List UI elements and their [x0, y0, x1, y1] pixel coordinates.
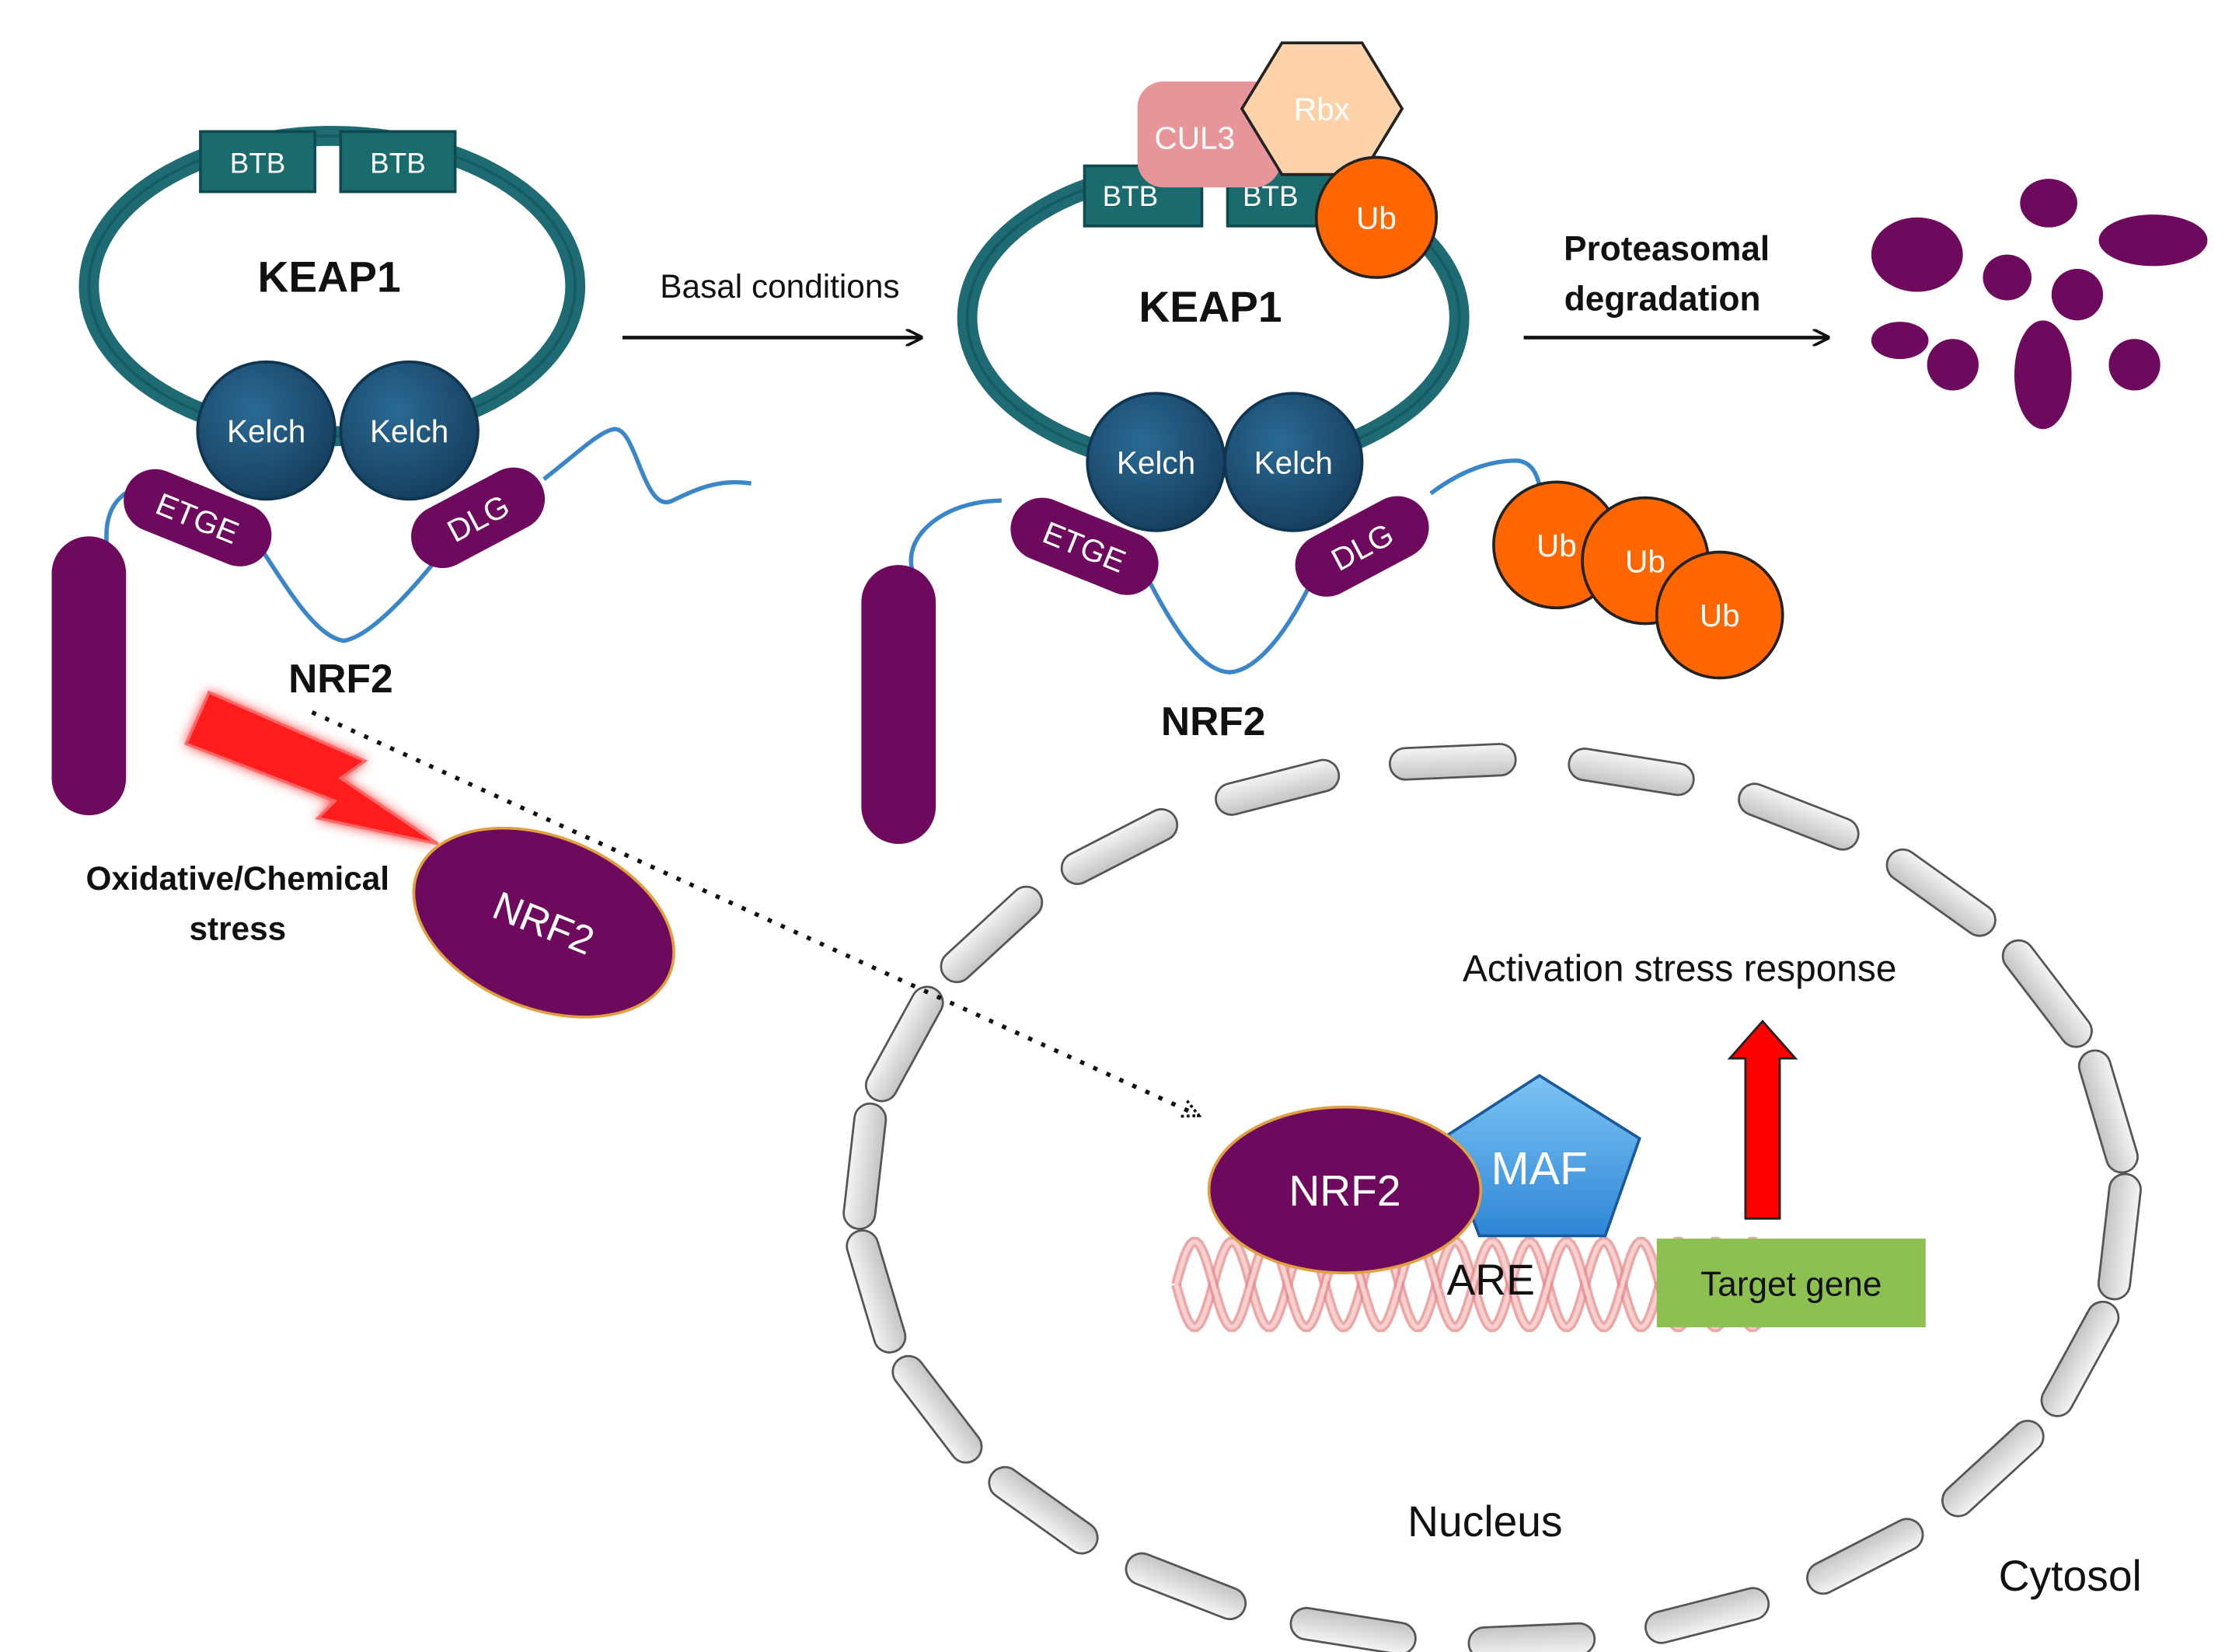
membrane-segment [2077, 1049, 2139, 1174]
free-nrf2-ellipse [412, 826, 675, 1019]
membrane-segment [2001, 939, 2093, 1048]
membrane-segment [842, 1102, 888, 1230]
btb-box-left-2 [339, 130, 457, 193]
maf-pentagon [1440, 1074, 1641, 1238]
membrane-segment [1885, 848, 1997, 937]
kelch-label-middle-2: Kelch [1254, 444, 1333, 480]
dlg-box-middle [1295, 496, 1429, 597]
nucleus-label: Nucleus [1407, 1497, 1563, 1546]
btb-label-left-2: BTB [370, 148, 426, 179]
activation-up-arrow-icon [1727, 1019, 1798, 1220]
membrane-segment [2097, 1173, 2142, 1301]
fragment-4 [1983, 254, 2032, 301]
nucleus-nrf2-ellipse [1207, 1105, 1483, 1275]
kelch-left-2 [339, 360, 480, 501]
kelch-middle-2 [1223, 392, 1364, 532]
membrane-segment [1467, 1622, 1596, 1652]
membrane-segment [1289, 1606, 1417, 1652]
kelch-label-middle-1: Kelch [1117, 444, 1195, 480]
fragment-9 [2108, 339, 2161, 391]
btb-box-left-1 [199, 130, 317, 193]
membrane-segment [891, 1354, 983, 1464]
activation-label: Activation stress response [1463, 949, 1896, 990]
fragment-6 [1871, 322, 1929, 360]
btb-label-left-1: BTB [230, 148, 286, 179]
cytosol-label: Cytosol [1999, 1552, 2142, 1600]
membrane-segment [1806, 1518, 1924, 1595]
nrf2-tail-left [51, 536, 127, 816]
nrf2-tail-middle [861, 565, 936, 845]
membrane-segment [1738, 782, 1860, 851]
degradation-label-line-2: degradation [1564, 280, 1761, 318]
ub-chain-3 [1655, 550, 1784, 680]
ub-chain-label-3: Ub [1700, 598, 1740, 633]
fragment-1 [1871, 217, 1963, 292]
ub-chain-label-2: Ub [1625, 543, 1665, 579]
rbx-label: Rbx [1294, 92, 1350, 127]
membrane-segment [2040, 1300, 2120, 1417]
dlg-box-left [411, 467, 546, 569]
nucleus-nrf2-label: NRF2 [1289, 1167, 1400, 1215]
kelch-label-left-2: Kelch [370, 413, 448, 449]
target-gene-label: Target gene [1700, 1266, 1882, 1304]
membrane-segment [940, 885, 1044, 984]
nrf2-linker-middle [908, 458, 1545, 674]
nuclear-membrane [842, 743, 2142, 1652]
maf-label: MAF [1491, 1144, 1588, 1194]
membrane-segment [846, 1229, 907, 1354]
rbx-hexagon [1240, 41, 1404, 176]
membrane-segment [1388, 743, 1517, 781]
fragment-8 [2014, 320, 2072, 430]
fragment-2 [2020, 179, 2077, 228]
membrane-segment [1060, 808, 1179, 885]
keap1-label-middle: KEAP1 [1139, 283, 1282, 331]
membrane-segment [1644, 1587, 1770, 1644]
stress-label-line-1: Oxidative/Chemical [86, 860, 390, 897]
degraded-fragments [1871, 179, 2208, 430]
kelch-left-1 [196, 360, 337, 501]
fragment-7 [1927, 339, 1979, 391]
cul3-label: CUL3 [1154, 120, 1235, 155]
ub-chain-label-1: Ub [1536, 528, 1577, 563]
target-gene-box [1656, 1239, 1926, 1328]
etge-box-left [124, 469, 272, 566]
ub-top [1314, 155, 1439, 279]
stress-label-line-2: stress [189, 910, 286, 946]
degradation-label-line-1: Proteasomal [1564, 230, 1770, 268]
membrane-segment [1568, 748, 1695, 796]
nrf2-label-middle: NRF2 [1161, 699, 1266, 744]
kelch-label-left-1: Kelch [227, 413, 305, 449]
membrane-segment [864, 985, 944, 1103]
translocation-arrow [311, 710, 1199, 1116]
basal-arrow-label: Basal conditions [660, 268, 899, 305]
middle-keap1-complex: BTB BTB CUL3 Rbx Ub KEAP1 Kelch Kelch ET… [861, 41, 1784, 845]
are-label: ARE [1446, 1256, 1535, 1304]
btb-label-middle-1: BTB [1103, 180, 1159, 212]
keap1-label-left: KEAP1 [258, 253, 401, 301]
stress-lightning-icon [184, 690, 439, 845]
fragment-3 [2098, 214, 2208, 267]
fragment-5 [2051, 269, 2104, 321]
etge-box-middle [1010, 497, 1159, 595]
membrane-segment [1215, 758, 1341, 816]
ub-top-label: Ub [1356, 200, 1397, 236]
membrane-segment [1125, 1552, 1247, 1621]
left-keap1-complex: BTB BTB KEAP1 Kelch Kelch ETGE DLG NRF2 [51, 125, 752, 816]
nrf2-label-left: NRF2 [288, 656, 393, 701]
membrane-segment [1941, 1420, 2045, 1518]
membrane-segment [988, 1466, 1099, 1555]
